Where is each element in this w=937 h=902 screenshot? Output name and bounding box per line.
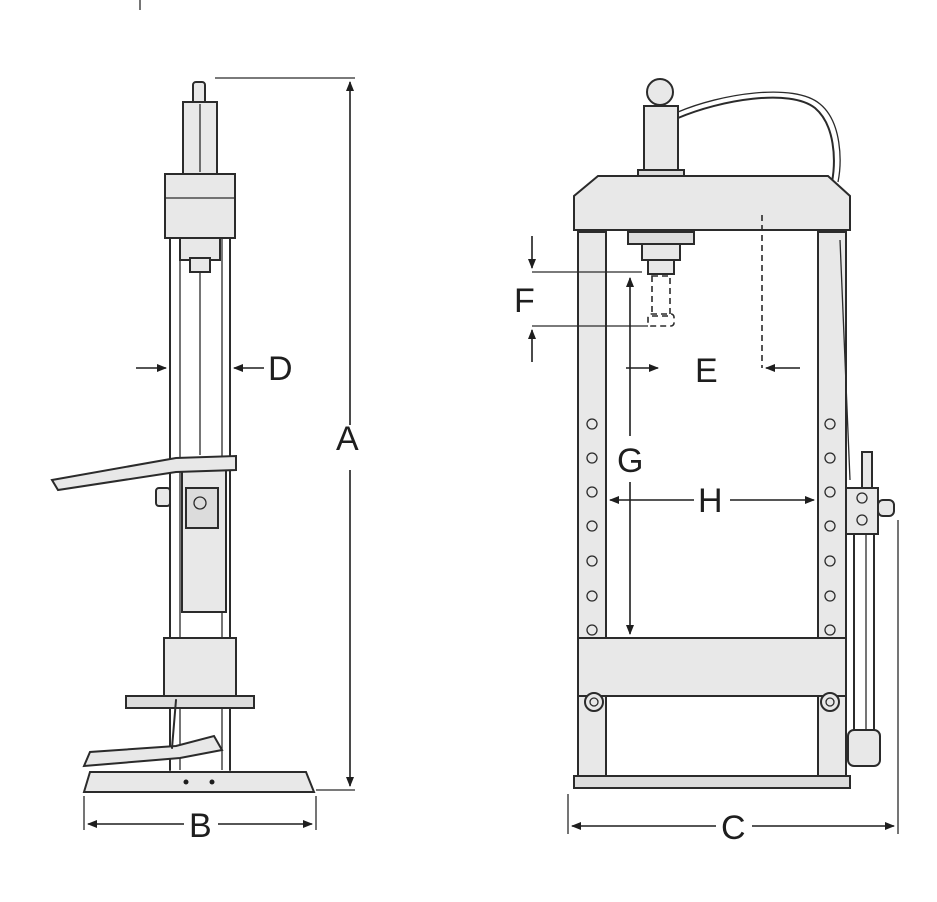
label-C: C [721,809,746,847]
front-left-holes [586,418,598,636]
front-top-crossbeam [573,175,851,231]
label-H: H [698,482,723,520]
front-view [573,78,895,789]
front-gauge-knob [646,78,674,106]
front-ram [641,243,681,261]
dimension-H: H [609,482,815,520]
front-right-holes [824,418,836,636]
front-base [573,775,851,789]
front-bed-pin-left [584,692,604,712]
label-A: A [336,420,359,458]
side-bed-plate [125,695,255,709]
label-E: E [695,352,718,390]
dimension-B: B [83,796,317,845]
label-F: F [514,282,535,320]
side-release-knob [155,487,171,507]
label-B: B [189,807,212,845]
front-hydraulic-hose [677,96,835,183]
dimension-F: F [514,236,648,362]
front-pump-unit [845,487,879,535]
side-head-block [164,173,236,239]
dimension-E: E [626,352,800,390]
side-ram [179,237,221,261]
front-cylinder [643,105,679,177]
label-G: G [617,442,643,480]
dimension-C: C [567,520,899,847]
side-view [50,81,316,793]
front-bed [577,637,847,697]
side-bed-frame [163,637,237,701]
side-hand-lever [50,454,237,492]
side-pump-body [181,461,227,613]
dimension-D: D [136,350,293,388]
label-D: D [268,350,293,388]
front-ram-plate [627,231,695,245]
dimension-G: G [617,277,643,635]
side-foot-pedal [82,734,224,768]
front-ram-extension [651,275,671,317]
front-foot-pedal [847,729,881,767]
front-release-knob [877,499,895,517]
dimension-A: A [215,77,359,791]
side-base [82,771,316,793]
front-bed-pin-right [820,692,840,712]
side-piston-rod [192,81,206,105]
